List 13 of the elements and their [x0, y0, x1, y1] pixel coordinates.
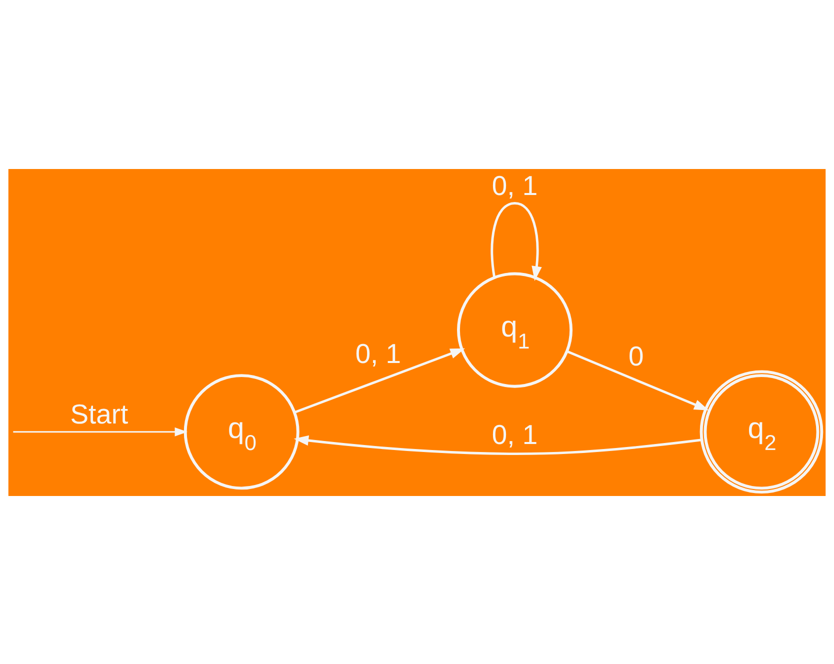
arrow — [566, 350, 709, 410]
node-circle: q$_{1}$ — [457, 272, 573, 388]
edge-label: 0 — [628, 340, 644, 372]
arrow — [294, 348, 465, 413]
node-circle: q$_{0}$ — [184, 374, 300, 490]
edge-label: Start — [70, 398, 128, 429]
arrow — [294, 434, 702, 455]
node-circle: q$_{2}$ — [700, 370, 824, 494]
arrow — [490, 202, 542, 280]
arrow — [13, 426, 188, 436]
edge-label: 0, 1 — [492, 418, 538, 450]
edge-label: 0, 1 — [355, 337, 402, 368]
edge-label: 0, 1 — [492, 169, 538, 200]
